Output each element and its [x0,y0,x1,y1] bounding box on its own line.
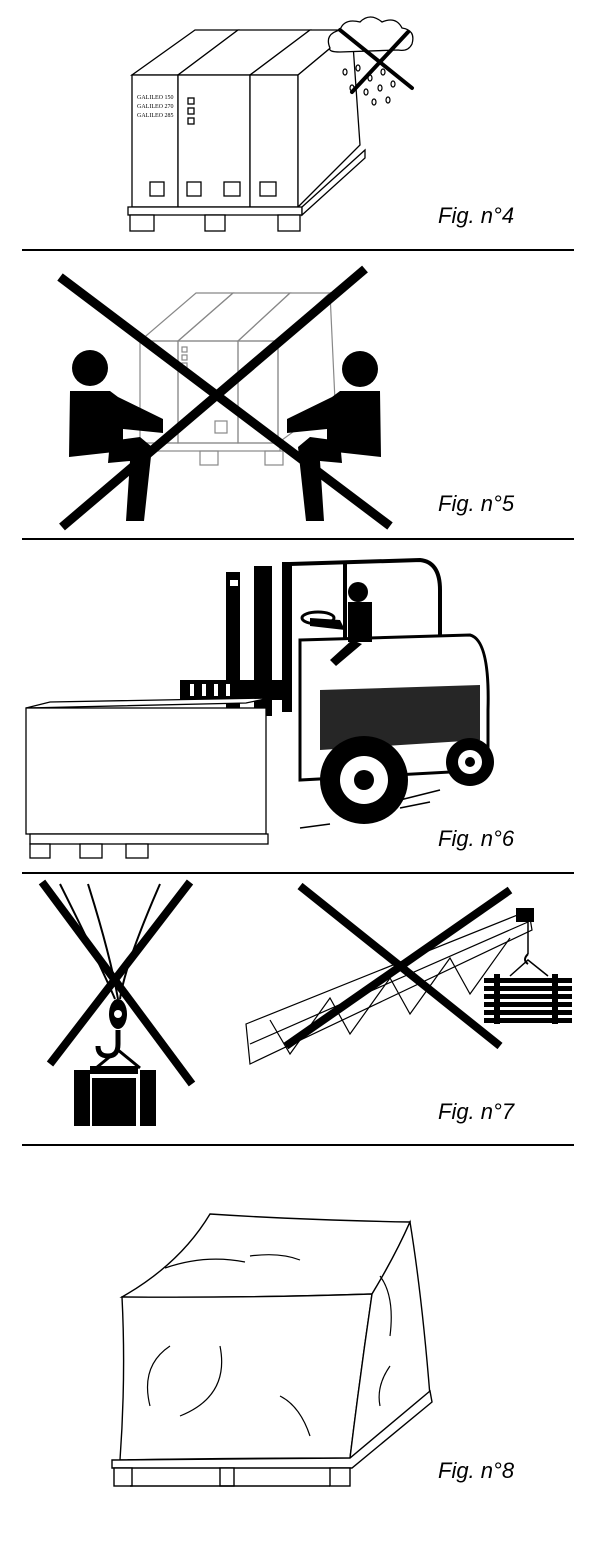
figure-4-caption: Fig. n°4 [438,203,515,228]
no-manual-lifting-illustration [57,265,393,531]
box-label-2: GALILEO 270 [137,104,174,110]
load-block-icon [74,1066,156,1126]
prohibition-cross-icon [283,882,513,1050]
figure-6: Fig. n°6 [0,540,607,873]
prohibition-cross-icon [38,879,196,1087]
divider [22,1144,574,1146]
wheel-icon [320,736,408,824]
person-right-icon [287,351,381,521]
figure-7: Fig. n°7 [0,874,607,1144]
figure-5-caption: Fig. n°5 [438,491,515,516]
cloud-icon [327,16,414,53]
figure-8: Fig. n°8 [0,1146,607,1555]
person-left-icon [69,350,163,521]
divider [22,249,574,251]
prohibition-cross-icon [57,265,393,531]
figure-6-caption: Fig. n°6 [438,826,515,851]
forklift-illustration [25,557,494,859]
divider [22,538,574,540]
pipe-bundle-icon [484,974,572,1024]
wrapped-pallet-illustration [111,1213,433,1487]
wheel-icon [446,738,494,786]
hook-icon [95,999,141,1070]
crate-icon [25,697,271,859]
box-label-1: GALILEO 150 [137,95,174,101]
divider [22,872,574,874]
no-crane-lifting-illustration [38,879,572,1126]
prohibition-cross-icon [338,28,414,94]
figure-5: Fig. n°5 [0,251,607,538]
figure-8-caption: Fig. n°8 [438,1458,515,1483]
figure-7-caption: Fig. n°7 [438,1099,515,1124]
pallet-boxes-no-rain-illustration: GALILEO 150 GALILEO 270 GALILEO 285 [127,16,414,232]
box-label-3: GALILEO 285 [137,113,174,119]
figure-4: GALILEO 150 GALILEO 270 GALILEO 285 Fig.… [0,0,607,250]
